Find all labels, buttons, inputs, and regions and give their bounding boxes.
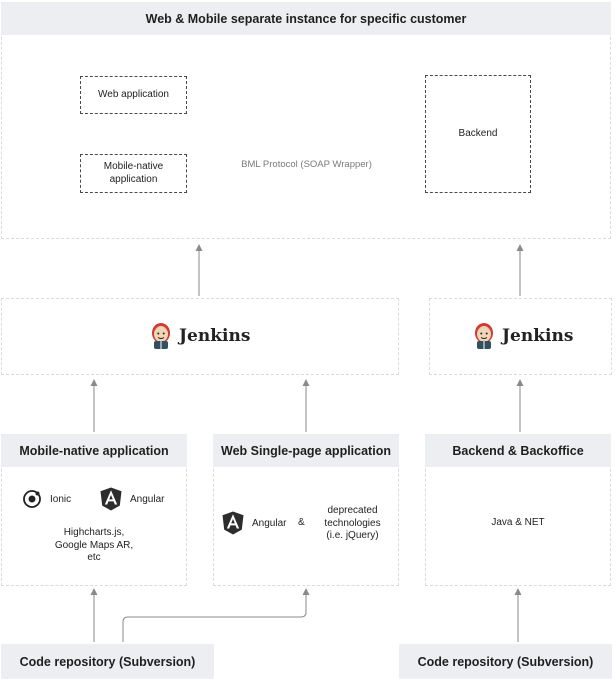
top-panel xyxy=(1,2,611,239)
mobile-extra-tech: Highcharts.js, Google Maps AR, etc xyxy=(1,527,187,565)
jenkins-panel-left xyxy=(1,298,399,375)
top-panel-title: Web & Mobile separate instance for speci… xyxy=(1,2,611,35)
ionic-label: Ionic xyxy=(50,493,72,505)
web-panel-title: Web Single-page application xyxy=(213,434,399,467)
ionic-icon xyxy=(23,490,41,508)
jenkins-logo-right: Jenkins xyxy=(472,322,573,350)
ionic-tech: Ionic xyxy=(22,489,71,509)
deprecated-line3: (i.e. jQuery) xyxy=(326,530,379,541)
backend-box: Backend xyxy=(425,75,531,193)
backend-tech: Java & NET xyxy=(491,517,545,528)
mobile-extra-line3: etc xyxy=(87,552,101,563)
mobile-extra-line2: Google Maps AR, xyxy=(54,539,134,551)
jenkins-label-right: Jenkins xyxy=(502,326,574,346)
protocol-label: BML Protocol (SOAP Wrapper) xyxy=(241,159,372,170)
deprecated-tech: deprecated technologies (i.e. jQuery) xyxy=(315,505,390,543)
web-application-box: Web application xyxy=(80,76,187,114)
angular-icon xyxy=(222,511,244,535)
mobile-extra-line1: Highcharts.js, xyxy=(63,527,125,538)
mobile-application-box: Mobile-native application xyxy=(80,154,187,193)
code-repository-right: Code repository (Subversion) xyxy=(399,644,612,679)
angular-label-web: Angular xyxy=(252,517,287,529)
mobile-panel-title: Mobile-native application xyxy=(1,434,187,467)
jenkins-logo-left: Jenkins xyxy=(149,322,250,350)
deprecated-line1: deprecated xyxy=(327,505,378,516)
jenkins-label-left: Jenkins xyxy=(179,326,251,346)
ampersand: & xyxy=(298,517,305,528)
jenkins-panel-right xyxy=(429,298,612,375)
deprecated-line2: technologies xyxy=(324,517,381,529)
angular-tech-web: Angular xyxy=(222,511,286,535)
backend-panel-title: Backend & Backoffice xyxy=(425,434,611,467)
arrow-repo-to-web xyxy=(122,588,310,642)
jenkins-icon xyxy=(475,323,493,349)
angular-icon xyxy=(100,487,122,511)
angular-tech-mobile: Angular xyxy=(100,487,164,511)
mobile-app-line1: Mobile-native xyxy=(103,161,164,172)
jenkins-icon xyxy=(152,323,170,349)
code-repository-left: Code repository (Subversion) xyxy=(1,644,214,679)
mobile-app-line2: application xyxy=(109,173,158,185)
angular-label-mobile: Angular xyxy=(130,493,165,505)
